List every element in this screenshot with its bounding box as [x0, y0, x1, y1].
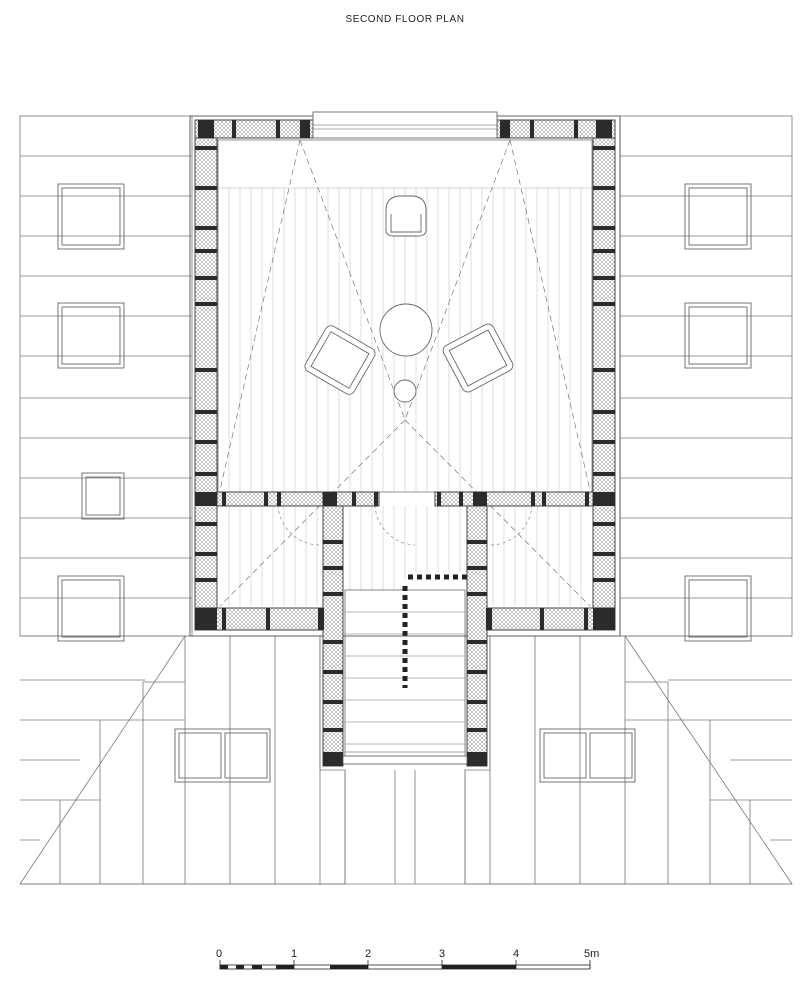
chair-top: [385, 195, 427, 237]
scale-tick-label: 0: [216, 948, 222, 960]
skylight: [57, 575, 125, 642]
furniture: [304, 195, 514, 403]
skylight: [684, 183, 752, 250]
staircase: [344, 574, 472, 759]
scale-tick-label: 5m: [584, 948, 599, 960]
roof-seams: [20, 155, 792, 599]
skylight: [57, 302, 125, 369]
round-table: [379, 303, 433, 357]
roof-lower-seams: [59, 636, 751, 884]
armchair-right: [442, 323, 514, 393]
scale-tick-label: 4: [513, 948, 519, 960]
scale-bar: 0 1 2 3 4 5m: [216, 948, 599, 970]
roof: [19, 115, 793, 885]
stair-railing: [402, 574, 472, 688]
skylight: [81, 472, 125, 520]
stair-window: [342, 755, 468, 765]
roof-skylights: [57, 183, 752, 783]
lower-floor-boards: [228, 506, 582, 606]
scale-tick-label: 2: [365, 948, 371, 960]
skylight-double: [539, 728, 636, 783]
scale-tick-label: 3: [439, 948, 445, 960]
skylight: [57, 183, 125, 250]
skylight: [684, 302, 752, 369]
walls: [189, 111, 621, 767]
skylight: [684, 575, 752, 642]
dashed-hip-lines: [219, 139, 591, 607]
plan-title: SECOND FLOOR PLAN: [345, 14, 465, 25]
wall-studs: [195, 120, 615, 766]
room-floor: [217, 139, 593, 606]
skylight-double: [174, 728, 271, 783]
door-swings: [277, 504, 533, 546]
stool: [393, 379, 417, 403]
scale-tick-label: 1: [291, 948, 297, 960]
armchair-left: [304, 325, 376, 395]
